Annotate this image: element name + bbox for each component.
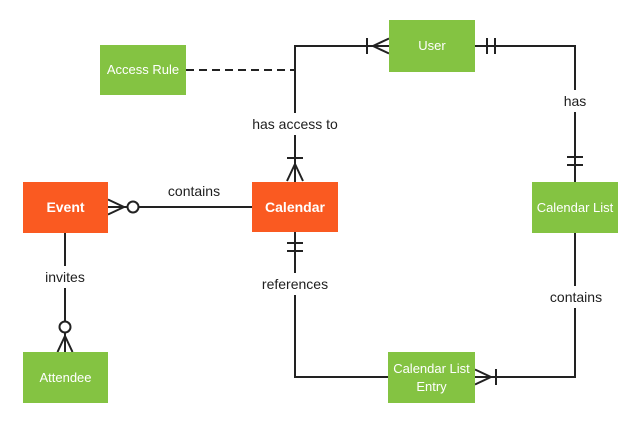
connector-has [475,38,583,182]
entity-user-label: User [418,38,446,54]
entity-calendar-list-label: Calendar List [536,199,614,215]
entity-calendar-list-entry-label: Calendar List Entry [393,360,470,394]
entity-event: Event [23,182,108,233]
relationship-label-references: references [256,273,334,295]
crows-foot-attendee-icon [56,335,74,353]
cardinality-zero-attendee-icon [58,320,72,334]
entity-calendar-list-entry: Calendar List Entry [388,352,475,403]
entity-event-label: Event [46,199,85,216]
entity-calendar-list: Calendar List [532,182,618,233]
relationship-label-has: has [558,90,592,112]
entity-access-rule: Access Rule [100,45,186,95]
entity-calendar-label: Calendar [265,198,325,215]
entity-user: User [389,20,475,72]
crows-foot-calendar-list-entry-icon [474,368,492,386]
connector-references [287,232,388,378]
connector-has-access-to [286,37,390,182]
entity-attendee-label: Attendee [39,369,92,385]
cardinality-exactly-one-references-icon [287,242,303,252]
connector-invites [56,233,74,353]
connector-contains-calendar-list [474,233,576,386]
cardinality-exactly-one-user-icon [486,38,496,54]
relationship-label-contains-event: contains [162,180,226,202]
relationship-label-invites: invites [40,266,90,288]
relationship-label-contains-calendar-list: contains [544,286,608,308]
entity-attendee: Attendee [23,352,108,403]
cardinality-zero-event-icon [126,200,140,214]
entity-access-rule-label: Access Rule [106,62,180,78]
relationship-label-has-access-to: has access to [247,113,343,135]
crows-foot-user-icon [372,37,390,55]
entity-calendar: Calendar [252,182,338,232]
cardinality-exactly-one-calendar-list-icon [567,156,583,166]
connector-contains-event [107,198,252,216]
crows-foot-calendar-icon [286,163,304,182]
crows-foot-event-icon [107,198,125,216]
